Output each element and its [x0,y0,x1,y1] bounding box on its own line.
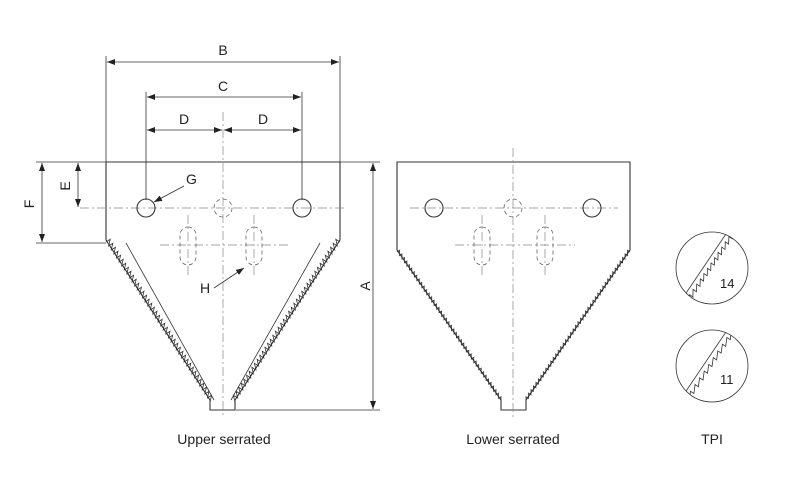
lower-left-hole [424,198,444,218]
upper-right-bevel [230,242,321,401]
dim-a-label: A [357,281,373,291]
tpi-11-teeth [685,330,737,401]
upper-serrated-section: B C D D E F A G H Upper serrated [21,42,380,447]
dim-c-label: C [218,78,228,94]
upper-right-slot [245,226,263,266]
dim-d-label-left: D [179,111,189,127]
tpi-14-teeth [685,232,737,303]
leader-h-label: H [200,280,210,296]
dim-b-label: B [218,42,227,58]
lower-left-slot [473,226,491,266]
lower-serrations [396,249,631,402]
upper-serrations [105,238,341,403]
tpi-11-label: 11 [720,372,734,387]
lower-serrated-section: Lower serrated [396,148,631,447]
tpi-detail-14: 14 [675,231,749,305]
dim-e-label: E [57,181,73,190]
lower-right-slot [536,226,554,266]
upper-left-slot [179,226,197,266]
upper-center-hole [213,198,233,218]
upper-left-bevel [125,242,215,401]
tpi-11-circle [675,329,749,403]
dim-f-label: F [21,200,37,209]
leader-g [153,185,185,203]
lower-caption: Lower serrated [466,431,559,447]
upper-caption: Upper serrated [177,431,270,447]
leader-g-label: G [186,171,197,187]
dim-d-label-right: D [258,111,268,127]
lower-center-hole [503,198,523,218]
tpi-caption: TPI [701,431,723,447]
tpi-detail-11: 11 [675,329,749,403]
tpi-14-circle [675,231,749,305]
lower-right-hole [582,198,602,218]
leader-h [213,267,245,289]
tpi-14-label: 14 [720,276,734,291]
